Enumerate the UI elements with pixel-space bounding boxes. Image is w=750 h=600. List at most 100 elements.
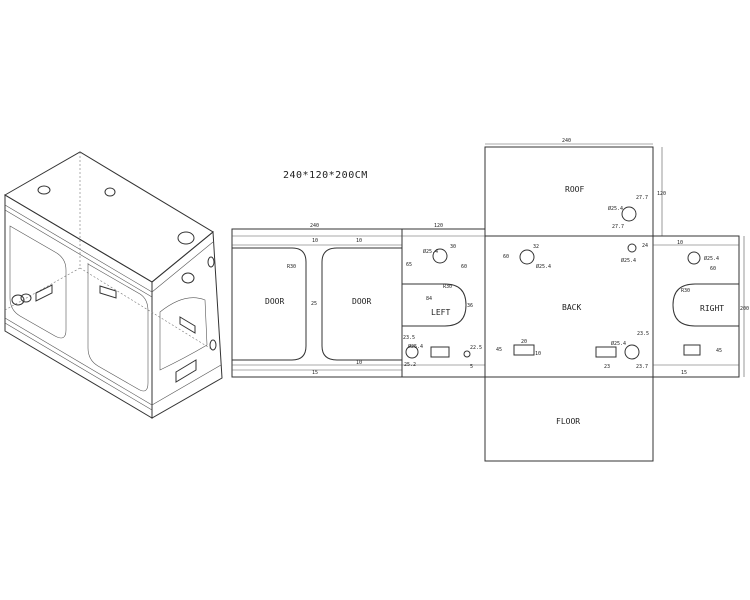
back-low-10-dim: 10 (535, 351, 541, 357)
back-port-right-icon (627, 243, 637, 253)
roof-width-dim: 240 (562, 138, 571, 144)
back-vent-right-icon (595, 346, 617, 358)
left-lower-252-dim: 25.2 (404, 362, 416, 368)
tent-bottom-band (4, 317, 153, 406)
right-port-60-dim: 60 (710, 266, 716, 272)
tent-vent-side-2 (179, 316, 196, 334)
roof-panel-outline (484, 146, 654, 237)
front-15-dim: 15 (312, 370, 318, 376)
back-low-20-dim: 20 (521, 339, 527, 345)
left-lower-vent-icon (430, 346, 450, 358)
front-width-dim: 240 (310, 223, 319, 229)
door-left-label: DOOR (265, 297, 284, 306)
floor-panel-outline (484, 376, 654, 462)
floor-label: FLOOR (556, 417, 580, 426)
back-low-45-dim: 45 (496, 347, 502, 353)
tent-side-band-2 (151, 364, 222, 406)
floor-panel: FLOOR (484, 376, 654, 462)
right-vent-icon (683, 344, 701, 356)
right-port-d-dim: Ø25.4 (704, 255, 719, 262)
back-port-left-icon (519, 249, 535, 265)
door-radius-dim: R30 (287, 264, 296, 270)
back-panel: BACK 60 32 Ø25.4 Ø25.4 24 45 20 10 23.5 … (484, 235, 654, 378)
tent-port-top-left (37, 185, 51, 195)
right-panel-outline (652, 235, 740, 378)
back-low-235-dim: 23.5 (637, 331, 649, 337)
front-top-dim: 10 (312, 238, 318, 244)
tent-port-side-edge (207, 256, 215, 268)
left-lower-small-port-icon (463, 350, 471, 358)
tent-vent-2 (99, 285, 117, 299)
back-lower-port-icon (624, 344, 640, 360)
door-right-label: DOOR (352, 297, 371, 306)
front-top-dim-2: 10 (356, 238, 362, 244)
right-r-dim: R30 (681, 288, 690, 294)
tent-top-face (4, 151, 214, 283)
front-panel: DOOR DOOR 240 10 10 25 R30 10 15 (231, 223, 403, 378)
left-lower-d-dim: Ø25.4 (408, 343, 423, 350)
right-door-outline (672, 283, 739, 327)
tent-top-band-2 (4, 209, 153, 298)
tent-door-right (87, 262, 149, 392)
diagram-title: 240*120*200CM (283, 170, 368, 181)
roof-port-icon (621, 206, 637, 222)
left-lower-5-dim: 5 (470, 364, 473, 370)
tent-side-band (151, 241, 214, 293)
tent-top-band (4, 204, 153, 293)
left-port-d-dim: Ø25.4 (423, 248, 438, 255)
tent-vent-side (175, 359, 197, 383)
back-low-237-dim: 23.7 (636, 364, 648, 370)
right-panel: RIGHT 200 10 60 Ø25.4 R30 45 15 (652, 235, 749, 378)
back-label: BACK (562, 303, 581, 312)
tent-port-top-right (177, 231, 195, 245)
left-lower-port-icon (405, 345, 419, 359)
tent-port-side-top (181, 272, 195, 284)
tent-side-door (159, 297, 208, 371)
left-port-30-dim: 30 (450, 244, 456, 250)
right-port-icon (687, 251, 701, 265)
right-15-dim: 15 (681, 370, 687, 376)
left-label: LEFT (431, 308, 450, 317)
left-panel: LEFT 120 65 R30 84 36 Ø25.4 30 60 23.5 Ø… (401, 223, 486, 378)
left-gap-dim: 36 (467, 303, 473, 309)
right-45-dim: 45 (716, 348, 722, 354)
door-right-outline (321, 247, 402, 361)
tent-bottom-band-2 (4, 322, 153, 411)
left-port-60-dim: 60 (461, 264, 467, 270)
door-left-outline (232, 247, 307, 361)
roof-port-d-dim: Ø25.4 (608, 205, 623, 212)
back-vent-left-icon (513, 344, 535, 356)
right-port-10-dim: 10 (677, 240, 683, 246)
left-h-dim: 65 (406, 262, 412, 268)
right-23-dim: 23 (604, 364, 610, 370)
tent-side-face (151, 230, 223, 419)
back-port-60-dim: 60 (503, 254, 509, 260)
isometric-tent-view (4, 151, 223, 419)
roof-label: ROOF (565, 185, 584, 194)
back-port-right-d-dim: Ø25.4 (621, 257, 636, 264)
back-height-dim: 200 (740, 306, 749, 312)
back-port-right-24-dim: 24 (642, 243, 648, 249)
left-r-dim: R30 (443, 284, 452, 290)
left-lower-225-dim: 22.5 (470, 345, 482, 351)
roof-port-277a-dim: 27.7 (636, 195, 648, 201)
front-bottom-dim: 10 (356, 360, 362, 366)
tent-port-side-low (209, 339, 217, 351)
left-door-outline (402, 283, 467, 327)
tent-hidden-edge-2 (4, 267, 81, 311)
door-gap-dim: 25 (311, 301, 317, 307)
roof-panel: 240 120 ROOF Ø25.4 27.7 27.7 (484, 138, 666, 237)
back-port-d-dim: Ø25.4 (536, 263, 551, 270)
right-label: RIGHT (700, 304, 724, 313)
tent-port-left-b (20, 293, 32, 303)
tent-port-top-mid (104, 187, 116, 197)
left-lower-235-dim: 23.5 (403, 335, 415, 341)
tent-port-left-a (11, 294, 25, 306)
left-w-dim: 84 (426, 296, 432, 302)
left-width-dim: 120 (434, 223, 443, 229)
back-low-d-dim: Ø25.4 (611, 340, 626, 347)
tent-door-left (9, 225, 67, 339)
tent-vent-1 (35, 284, 53, 302)
back-port-32-dim: 32 (533, 244, 539, 250)
